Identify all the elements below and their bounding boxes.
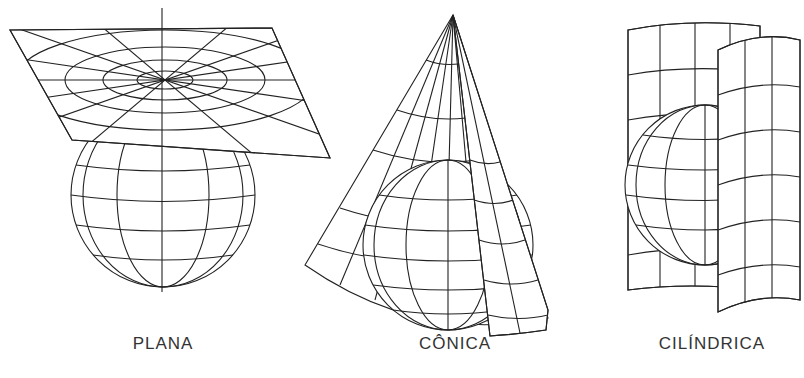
projection-label: PLANA	[133, 334, 194, 354]
cone-front	[453, 15, 548, 336]
projection-label: CÔNICA	[419, 334, 491, 354]
projection-name: CÔNICA	[419, 334, 491, 353]
projection-name: PLANA	[133, 334, 194, 353]
cylinder-front	[718, 0, 800, 320]
projection-name: CILÍNDRICA	[659, 334, 765, 353]
projection-label: CILÍNDRICA	[659, 334, 765, 354]
